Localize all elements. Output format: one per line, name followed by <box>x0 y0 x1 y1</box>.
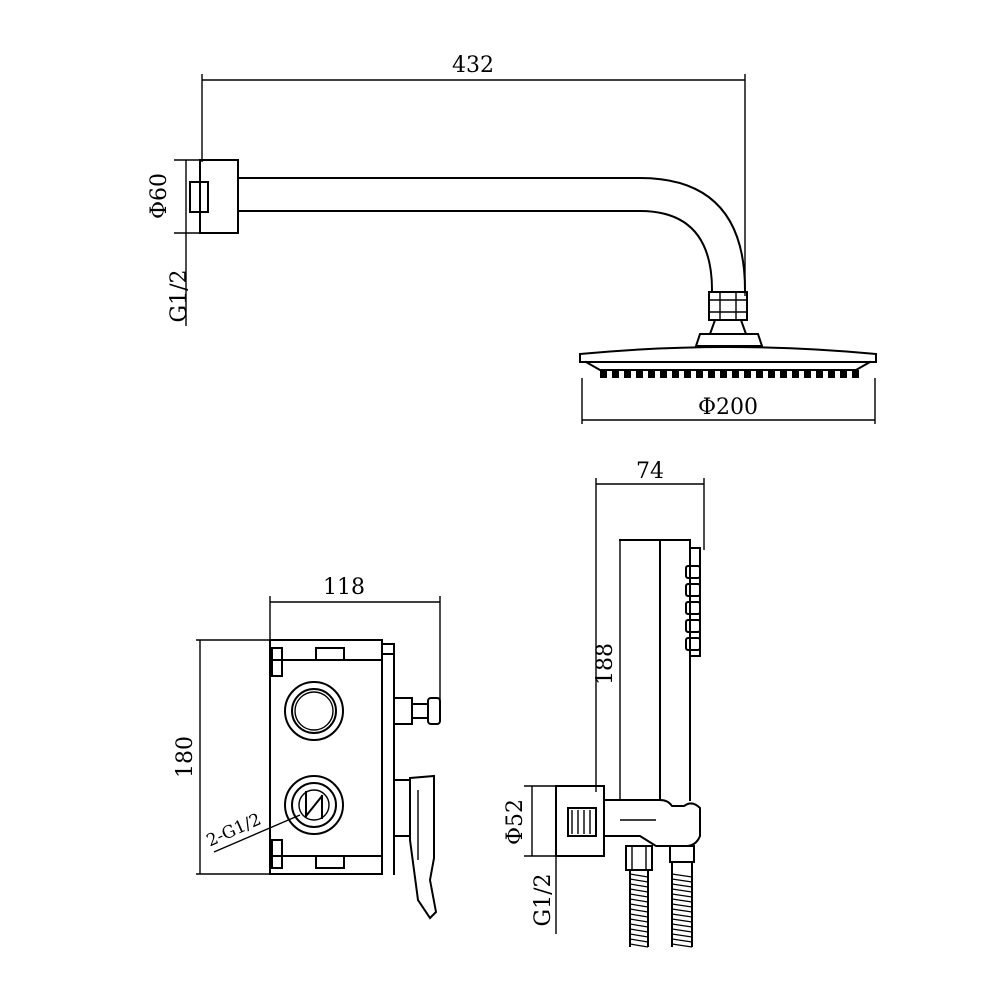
hose-coil <box>629 933 649 938</box>
nozzle <box>684 370 691 378</box>
nozzle <box>828 370 835 378</box>
hose-coil <box>629 888 649 893</box>
hand-shower-length-label: 188 <box>593 643 618 685</box>
shower-head <box>578 346 878 378</box>
nozzle <box>612 370 619 378</box>
hose-coil <box>671 888 693 893</box>
hose <box>629 861 693 948</box>
upper-cartridge <box>284 681 344 741</box>
hose-coil <box>629 873 649 878</box>
hose-coil <box>671 878 693 883</box>
mixer-lever-handle[interactable] <box>393 774 438 920</box>
diverter-cartridge <box>284 775 344 835</box>
hose-coil <box>671 933 693 938</box>
hose-coil <box>671 938 693 943</box>
nozzle <box>660 370 667 378</box>
dimension-74: 74 <box>595 459 705 792</box>
hose-coil <box>671 898 693 903</box>
arm-wall-flange: Φ60 G1/2 <box>147 159 239 326</box>
dimension-188: 188 <box>593 540 621 800</box>
mixer-valve-view: 118 180 <box>173 575 441 920</box>
hose-coil <box>629 943 649 948</box>
nozzle <box>732 370 739 378</box>
arm-thread-label: G1/2 <box>167 270 192 323</box>
hose-coils <box>629 873 693 948</box>
nozzle <box>804 370 811 378</box>
hose-coil <box>629 903 649 908</box>
dimension-432: 432 <box>201 53 746 296</box>
nozzle <box>636 370 643 378</box>
hose-coil <box>671 883 693 888</box>
hose-coil <box>629 878 649 883</box>
hose-coil <box>629 918 649 923</box>
dimension-head-diameter: Φ200 <box>581 378 876 424</box>
nozzle <box>768 370 775 378</box>
dimension-180: 180 <box>173 639 276 875</box>
nozzle <box>840 370 847 378</box>
nozzle <box>708 370 715 378</box>
hose-coil <box>671 908 693 913</box>
elbow-thread-label: G1/2 <box>531 874 556 927</box>
nozzle <box>852 370 859 378</box>
nozzle <box>816 370 823 378</box>
hose-coil <box>671 893 693 898</box>
hose-coil <box>671 873 693 878</box>
nozzle <box>672 370 679 378</box>
stop-valve-knob <box>393 697 441 725</box>
hose-coil <box>671 903 693 908</box>
valve-width-label: 118 <box>323 575 365 600</box>
wall-elbow: Φ52 G1/2 <box>503 785 605 934</box>
hose-coil <box>629 883 649 888</box>
hose-connector <box>625 845 695 871</box>
nozzle <box>780 370 787 378</box>
hose-coil <box>629 923 649 928</box>
flange-diameter-label: Φ60 <box>147 173 172 219</box>
outlets-leader: 2-G1/2 <box>204 810 301 853</box>
hose-coil <box>629 913 649 918</box>
hand-shower-depth-label: 74 <box>636 459 664 484</box>
nozzle <box>744 370 751 378</box>
hose-coil <box>629 938 649 943</box>
hose-coil <box>671 928 693 933</box>
outlets-label: 2-G1/2 <box>204 810 265 852</box>
hose-coil <box>671 918 693 923</box>
shower-arm-view: 432 Φ60 G1/2 <box>147 53 878 424</box>
nozzle <box>696 370 703 378</box>
dimension-118: 118 <box>269 575 441 708</box>
hose-coil <box>629 898 649 903</box>
hand-shower-view: 74 188 Φ52 <box>503 459 705 948</box>
elbow-diameter-label: Φ52 <box>503 799 528 845</box>
handset-body <box>619 539 701 801</box>
valve-height-label: 180 <box>173 736 198 778</box>
nozzle <box>720 370 727 378</box>
nozzle <box>600 370 607 378</box>
head-diameter-label: Φ200 <box>698 395 758 420</box>
nozzle <box>756 370 763 378</box>
hose-coil <box>629 928 649 933</box>
handset-bracket <box>603 799 701 847</box>
nozzle <box>624 370 631 378</box>
hose-coil <box>671 943 693 948</box>
hose-coil <box>671 913 693 918</box>
arm-tube <box>237 177 747 292</box>
nozzle-row <box>600 370 859 378</box>
hose-coil <box>671 923 693 928</box>
head-connector <box>694 291 764 347</box>
hose-coil <box>629 908 649 913</box>
nozzle <box>648 370 655 378</box>
arm-length-label: 432 <box>452 53 494 78</box>
nozzle <box>792 370 799 378</box>
valve-box <box>269 639 395 875</box>
hose-coil <box>629 893 649 898</box>
